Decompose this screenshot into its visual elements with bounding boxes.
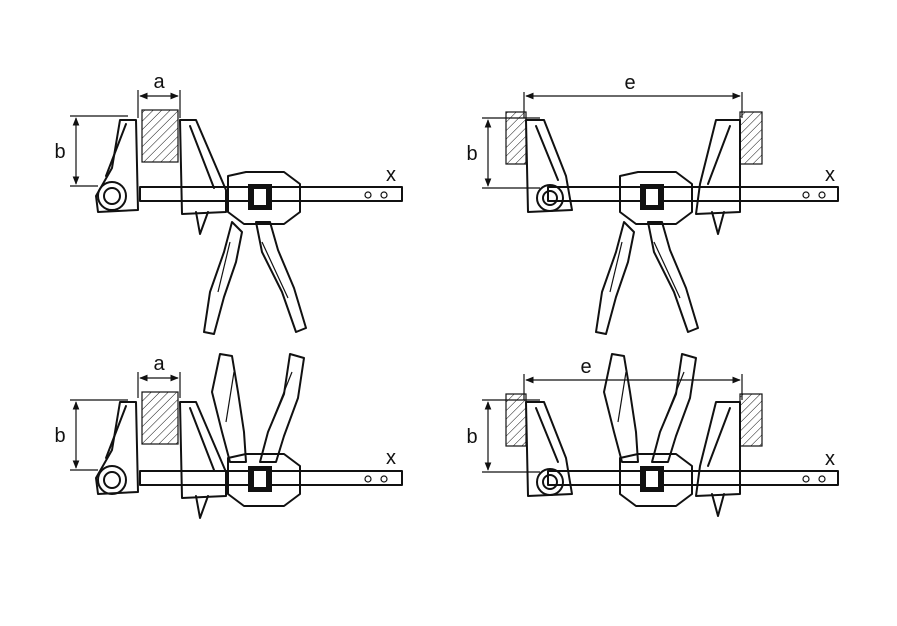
panel-top-right: e b x: [466, 72, 839, 335]
trigger-body: [619, 453, 693, 507]
trigger-body: [619, 171, 693, 225]
release-knob: [536, 184, 564, 212]
workpiece-right: [739, 111, 763, 165]
moving-jaw: [179, 119, 227, 215]
trigger-body: [227, 453, 301, 507]
rail-hole: [818, 475, 826, 483]
moving-jaw: [695, 401, 741, 497]
rail-hole: [802, 191, 810, 199]
label-rail: x: [386, 164, 396, 186]
label-width: e: [580, 356, 591, 378]
panel-top-left: a b x: [54, 71, 403, 335]
label-rail: x: [825, 164, 835, 186]
workpiece: [141, 391, 179, 445]
fixed-jaw: [525, 401, 573, 497]
label-rail: x: [825, 448, 835, 470]
fixed-jaw: [95, 119, 139, 213]
rail-hole: [364, 191, 372, 199]
label-height: b: [466, 143, 477, 165]
label-rail: x: [386, 447, 396, 469]
rail-hole: [364, 475, 372, 483]
label-height: b: [54, 425, 65, 447]
label-height: b: [466, 426, 477, 448]
workpiece: [141, 109, 179, 163]
label-height: b: [54, 141, 65, 163]
release-knob: [536, 468, 564, 496]
moving-jaw: [695, 119, 741, 215]
rail-hole: [802, 475, 810, 483]
panel-bottom-right: e b x: [466, 353, 839, 517]
workpiece-right: [739, 393, 763, 447]
label-width: a: [153, 71, 165, 93]
label-width: a: [153, 353, 165, 375]
fixed-jaw: [525, 119, 573, 213]
release-knob: [97, 181, 127, 211]
moving-jaw: [179, 401, 227, 499]
release-knob: [97, 465, 127, 495]
fixed-jaw: [95, 401, 139, 495]
panel-bottom-left: a b x: [54, 353, 403, 519]
rail-hole: [818, 191, 826, 199]
trigger-body: [227, 171, 301, 225]
rail-hole: [380, 475, 388, 483]
rail-hole: [380, 191, 388, 199]
label-width: e: [624, 72, 635, 94]
workpiece-left: [505, 393, 527, 447]
workpiece-left: [505, 111, 527, 165]
